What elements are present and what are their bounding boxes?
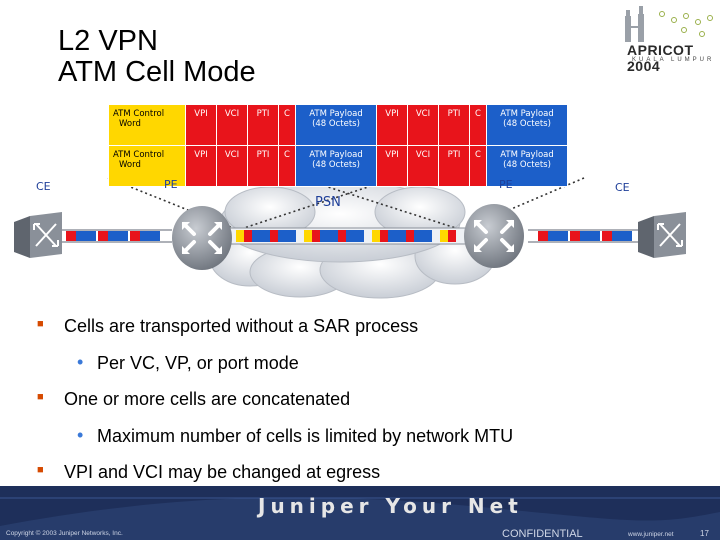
control-word-field: ATM Control Word (108, 104, 186, 146)
payload-label: ATM Payload (500, 109, 554, 119)
vci-field: VCI (407, 145, 439, 187)
pe-right-router-icon (464, 204, 524, 268)
apricot-logo (625, 6, 713, 42)
vci-field: VCI (407, 104, 439, 146)
c-field: C (469, 104, 487, 146)
bullet-dot-icon: • (77, 352, 84, 372)
bullet-item: ■ VPI and VCI may be changed at egress (37, 462, 381, 483)
slide-title-line-2: ATM Cell Mode (58, 56, 256, 88)
payload-size: (48 Octets) (312, 119, 360, 129)
control-word-label: ATM Control (113, 150, 165, 160)
psn-pipe (227, 227, 473, 245)
pti-field: PTI (438, 104, 470, 146)
pti-field: PTI (247, 145, 279, 187)
payload-field: ATM Payload (48 Octets) (295, 104, 377, 146)
bullet-square-icon: ■ (37, 318, 44, 330)
slide-title-line-1: L2 VPN (58, 25, 158, 57)
sub-bullet-text: Per VC, VP, or port mode (97, 353, 299, 373)
ce-right-switch-icon (638, 212, 686, 258)
bullet-item: ■ One or more cells are concatenated (37, 389, 351, 410)
petronas-towers-icon (625, 6, 644, 42)
network-diagram (14, 177, 686, 299)
payload-label: ATM Payload (309, 150, 363, 160)
vpi-field: VPI (185, 104, 217, 146)
pe-right-label: PE (499, 178, 513, 191)
bullet-text: One or more cells are concatenated (64, 389, 351, 409)
vpi-field: VPI (376, 145, 408, 187)
bullet-item: ■ Cells are transported without a SAR pr… (37, 316, 419, 337)
copyright-text: Copyright © 2003 Juniper Networks, Inc. (6, 530, 123, 537)
control-word-label: ATM Control (113, 109, 165, 119)
pti-field: PTI (438, 145, 470, 187)
pe-left-router-icon (172, 206, 232, 270)
control-word-field: ATM Control Word (108, 145, 186, 187)
sub-bullet-item: • Per VC, VP, or port mode (77, 352, 299, 374)
sub-bullet-text: Maximum number of cells is limited by ne… (97, 426, 514, 446)
payload-field: ATM Payload (48 Octets) (486, 104, 568, 146)
bullet-square-icon: ■ (37, 464, 44, 476)
payload-label: ATM Payload (500, 150, 554, 160)
bullet-text: VPI and VCI may be changed at egress (64, 462, 381, 482)
footer-swoosh-icon (0, 497, 720, 540)
payload-label: ATM Payload (309, 109, 363, 119)
juniper-brand-wordmark: Juniper Your Net (258, 494, 523, 518)
dots-decoration-icon (659, 11, 713, 37)
payload-field: ATM Payload (48 Octets) (295, 145, 377, 187)
left-access-link (60, 229, 172, 243)
payload-size: (48 Octets) (312, 160, 360, 170)
payload-size: (48 Octets) (503, 119, 551, 129)
pti-field: PTI (247, 104, 279, 146)
payload-size: (48 Octets) (503, 160, 551, 170)
right-access-link (528, 229, 640, 243)
footer-url: www.juniper.net (628, 531, 674, 538)
logo-subtitle: KUALA LUMPUR (632, 57, 715, 63)
vpi-field: VPI (185, 145, 217, 187)
atm-cell-frame-row-2: ATM Control Word VPI VCI PTI C ATM Paylo… (108, 145, 568, 187)
page-number: 17 (700, 529, 709, 538)
ce-right-label: CE (615, 181, 630, 194)
bullet-text: Cells are transported without a SAR proc… (64, 316, 419, 336)
slide-title: L2 VPN ATM Cell Mode (58, 26, 256, 88)
vci-field: VCI (216, 145, 248, 187)
ce-left-label: CE (36, 180, 51, 193)
control-word-label: Word (119, 119, 141, 129)
vci-field: VCI (216, 104, 248, 146)
logo-wordmark: APRICOT 2004 (627, 42, 694, 74)
control-word-label: Word (119, 160, 141, 170)
confidential-label: CONFIDENTIAL (502, 528, 583, 540)
payload-field: ATM Payload (48 Octets) (486, 145, 568, 187)
psn-label: PSN (315, 195, 341, 210)
bullet-square-icon: ■ (37, 391, 44, 403)
sub-bullet-item: • Maximum number of cells is limited by … (77, 425, 514, 447)
c-field: C (278, 104, 296, 146)
vpi-field: VPI (376, 104, 408, 146)
c-field: C (278, 145, 296, 187)
pe-left-label: PE (164, 178, 178, 191)
c-field: C (469, 145, 487, 187)
ce-left-switch-icon (14, 212, 62, 258)
bullet-dot-icon: • (77, 425, 84, 445)
atm-cell-frame-row-1: ATM Control Word VPI VCI PTI C ATM Paylo… (108, 104, 568, 146)
